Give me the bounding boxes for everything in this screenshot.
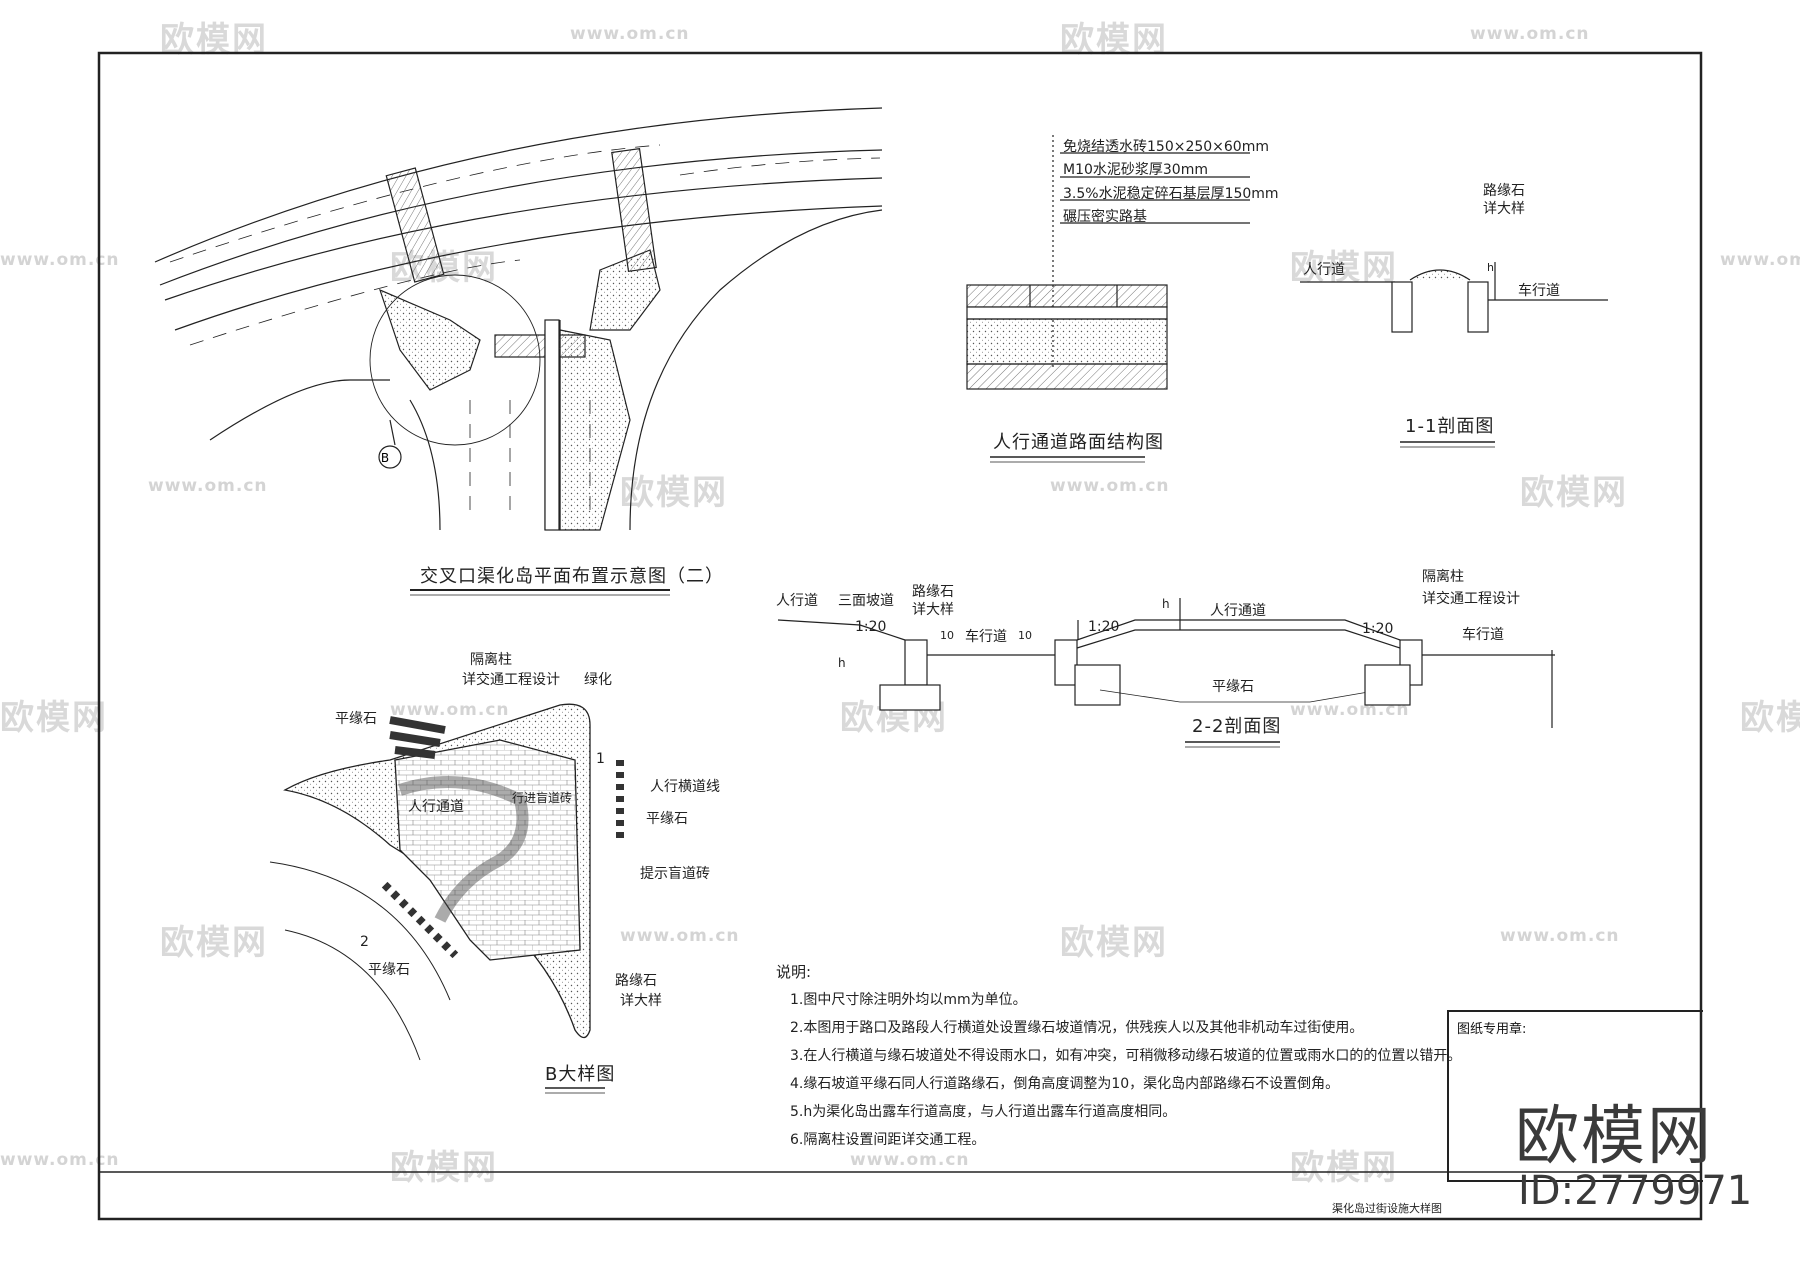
b-bollard: 隔离柱	[470, 652, 512, 668]
pavement-layer-4: 碾压密实路基	[1063, 209, 1147, 225]
pavement-structure	[966, 135, 1250, 390]
s22-title: 2-2剖面图	[1192, 716, 1282, 737]
watermark-url: www.om.cn	[0, 1150, 120, 1170]
watermark-big-logo: 欧模网	[1515, 1100, 1713, 1174]
notes-block: 说明: 1.图中尺寸除注明外均以mm为单位。 2.本图用于路口及路段人行横道处设…	[776, 958, 1461, 1154]
plan-callout-b: B	[381, 451, 389, 465]
watermark-url: www.om.cn	[148, 476, 268, 496]
s22-bollard-ref: 详交通工程设计	[1422, 591, 1520, 607]
b-passage: 人行通道	[408, 799, 464, 815]
detail-b	[269, 703, 624, 1061]
watermark-id: ID:2779971	[1518, 1168, 1753, 1214]
note-item: 4.缘石坡道平缘石同人行道路缘石，倒角高度调整为10，渠化岛内部路缘石不设置倒角…	[790, 1076, 1340, 1092]
b-flat-curb-right: 平缘石	[646, 811, 688, 827]
s22-sidewalk: 人行道	[776, 593, 818, 609]
stamp-label: 图纸专用章:	[1457, 1022, 1527, 1037]
b-flat-curb-top: 平缘石	[335, 711, 377, 727]
note-item: 1.图中尺寸除注明外均以mm为单位。	[790, 992, 1027, 1008]
s11-h: h	[1487, 261, 1494, 274]
b-green: 绿化	[584, 672, 612, 688]
s22-bollard: 隔离柱	[1422, 569, 1464, 585]
watermark-url: www.om.cn	[1500, 926, 1620, 946]
b-sec1: 1	[596, 751, 605, 767]
s22-flat-curb: 平缘石	[1212, 679, 1254, 695]
b-curb: 路缘石	[615, 973, 657, 989]
b-flat-curb-bottom: 平缘石	[368, 962, 410, 978]
watermark-url: www.om.cn	[570, 24, 690, 44]
watermark-url: www.om.cn	[850, 1150, 970, 1170]
watermark-url: www.om.cn	[620, 926, 740, 946]
watermark-logo: 欧模网	[1060, 923, 1168, 963]
notes-heading: 说明:	[776, 963, 812, 981]
detail-b-title: B大样图	[545, 1064, 616, 1085]
s22-h-left: h	[838, 656, 846, 670]
s22-dim-10b: 10	[1018, 629, 1032, 642]
watermark-logo: 欧模网	[620, 473, 728, 513]
watermark-url: www.om.cn	[1720, 250, 1800, 270]
intersection-plan	[154, 107, 883, 531]
b-curb-detail: 详大样	[620, 993, 662, 1009]
watermark-logo: 欧模网	[160, 923, 268, 963]
drawing-stamp-box: 图纸专用章:	[1447, 1010, 1703, 1182]
section-2-2	[777, 598, 1555, 728]
s11-carriageway: 车行道	[1518, 283, 1560, 299]
watermark-url: www.om.cn	[1470, 24, 1590, 44]
b-crosswalk-line: 人行横道线	[650, 779, 720, 795]
watermark-url: www.om.cn	[390, 700, 510, 720]
s22-ramp: 三面坡道	[838, 593, 894, 609]
watermark-logo: 欧模网	[1290, 1148, 1398, 1188]
sheet-bottom-title: 渠化岛过街设施大样图	[1332, 1202, 1442, 1215]
note-item: 3.在人行横道与缘石坡道处不得设雨水口，如有冲突，可稍微移动缘石坡道的位置或雨水…	[790, 1048, 1462, 1064]
b-bollard-ref: 详交通工程设计	[462, 672, 560, 688]
note-item: 5.h为渠化岛出露车行道高度，与人行道出露车行道高度相同。	[790, 1104, 1177, 1120]
note-item: 6.隔离柱设置间距详交通工程。	[790, 1132, 986, 1148]
s22-dim-10a: 10	[940, 629, 954, 642]
s22-carriageway-left: 车行道	[965, 629, 1007, 645]
plan-title: 交叉口渠化岛平面布置示意图（二）	[420, 566, 724, 587]
watermark-url: www.om.cn	[1050, 476, 1170, 496]
s22-curb-detail: 详大样	[912, 602, 954, 618]
b-guide-tile: 行进盲道砖	[512, 791, 573, 805]
watermark-logo: 欧模网	[1290, 248, 1398, 288]
watermark-logo: 欧模网	[1740, 698, 1800, 738]
s22-slope-right: 1:20	[1362, 621, 1394, 637]
s22-slope-left: 1:20	[855, 619, 887, 635]
watermark-url: www.om.cn	[0, 250, 120, 270]
s22-curb: 路缘石	[912, 584, 954, 600]
s11-title: 1-1剖面图	[1405, 416, 1495, 437]
s11-curb: 路缘石	[1483, 183, 1525, 199]
sheet-frame	[97, 51, 1703, 1221]
b-warning-tile: 提示盲道砖	[640, 866, 710, 882]
pavement-layer-3: 3.5%水泥稳定碎石基层厚150mm	[1063, 186, 1279, 202]
s11-sidewalk: 人行道	[1303, 262, 1345, 278]
s22-passage: 人行通道	[1210, 603, 1266, 619]
s11-curb-detail: 详大样	[1483, 201, 1525, 217]
watermark-logo: 欧模网	[390, 1148, 498, 1188]
pavement-layer-2: M10水泥砂浆厚30mm	[1063, 162, 1208, 178]
watermark-logo: 欧模网	[1520, 473, 1628, 513]
s22-carriageway-right: 车行道	[1462, 627, 1504, 643]
section-1-1	[1300, 262, 1608, 333]
s22-slope-mid: 1:20	[1088, 619, 1120, 635]
b-sec2: 2	[360, 934, 369, 950]
note-item: 2.本图用于路口及路段人行横道处设置缘石坡道情况，供残疾人以及其他非机动车过街使…	[790, 1020, 1364, 1036]
s22-h-mid: h	[1162, 597, 1170, 611]
pavement-title: 人行通道路面结构图	[993, 432, 1164, 453]
pavement-layer-1: 免烧结透水砖150×250×60mm	[1063, 139, 1269, 155]
watermark-logo: 欧模网	[0, 698, 108, 738]
